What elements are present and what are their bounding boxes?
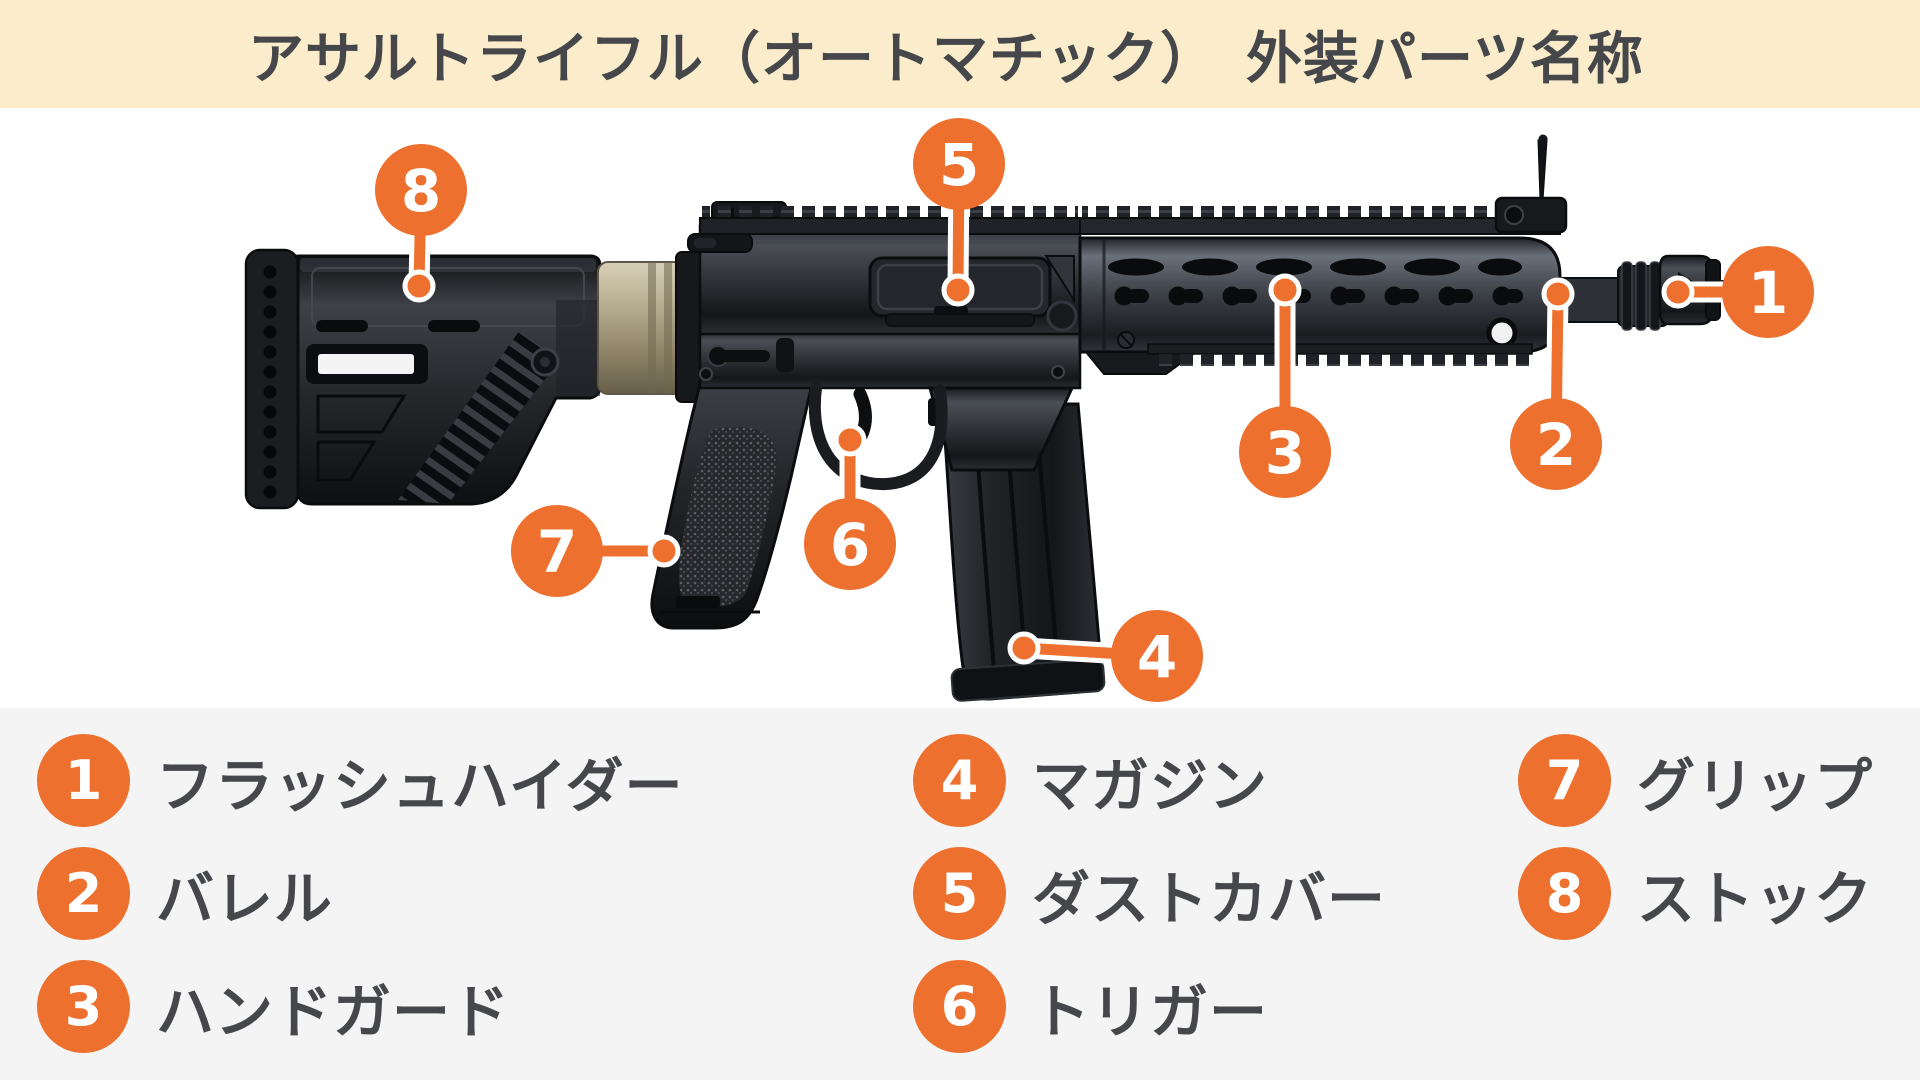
- callout-bubble: [1111, 610, 1203, 702]
- callout-6: 6: [804, 423, 896, 590]
- legend-item-5: 5 ダストカバー: [913, 847, 1386, 940]
- legend-label: ハンドガード: [156, 977, 511, 1046]
- callout-anchor-dot: [833, 423, 867, 457]
- title-bar: アサルトライフル（オートマチック） 外装パーツ名称: [0, 0, 1920, 108]
- callout-7: 7: [511, 505, 681, 597]
- legend-item-3: 3 ハンドガード: [37, 960, 684, 1053]
- legend-column-3: 7 グリップ 8 ストック: [1518, 708, 1873, 940]
- legend-item-6: 6 トリガー: [913, 960, 1386, 1053]
- legend-label: トリガー: [1032, 977, 1269, 1046]
- callout-2: 2: [1510, 277, 1602, 490]
- top-rail: [699, 206, 1561, 235]
- front-sight: [1494, 134, 1568, 234]
- qd-sling-socket: [1486, 317, 1518, 349]
- legend-badge: 4: [913, 734, 1006, 827]
- bottom-rail: [1147, 343, 1533, 355]
- callout-bubble: [511, 505, 603, 597]
- brass-deflector: [1044, 255, 1075, 304]
- callout-5: 5: [913, 118, 1005, 307]
- callout-anchor-dot: [1541, 277, 1575, 311]
- rifle-illustration: [244, 134, 1726, 702]
- legend-badge: 5: [913, 847, 1006, 940]
- callout-bubble: [1510, 398, 1602, 490]
- lower-receiver: [698, 328, 1082, 491]
- legend-badge: 7: [1518, 734, 1611, 827]
- pistol-grip: [650, 382, 814, 630]
- callout-number: 7: [537, 518, 577, 586]
- callout-number: 3: [1265, 419, 1305, 487]
- callout-1: 1: [1661, 246, 1814, 338]
- legend-label: フラッシュハイダー: [156, 751, 684, 820]
- callout-anchor-dot: [941, 273, 975, 307]
- legend-column-2: 4 マガジン 5 ダストカバー 6 トリガー: [913, 708, 1386, 1053]
- callout-number: 8: [401, 157, 441, 225]
- forward-assist: [1046, 300, 1078, 332]
- legend-column-1: 1 フラッシュハイダー 2 バレル 3 ハンドガード: [37, 708, 684, 1053]
- callout-number: 5: [939, 131, 979, 199]
- handguard: [1078, 236, 1562, 375]
- callout-8: 8: [375, 144, 467, 303]
- callout-bubble: [913, 118, 1005, 210]
- callout-anchor-dot: [1661, 275, 1695, 309]
- callout-layer: 1 2 3 4 5 6 7 8: [375, 118, 1814, 702]
- legend-item-4: 4 マガジン: [913, 734, 1386, 827]
- callout-number: 2: [1536, 411, 1576, 479]
- handguard-slots: [1108, 258, 1522, 276]
- legend-label: マガジン: [1032, 751, 1269, 820]
- stock: [244, 248, 602, 510]
- legend-badge: 2: [37, 847, 130, 940]
- legend-label: ストック: [1637, 864, 1874, 933]
- callout-number: 4: [1137, 623, 1177, 691]
- trigger-guard: [808, 382, 948, 491]
- legend-label: バレル: [156, 864, 334, 933]
- legend-badge: 8: [1518, 847, 1611, 940]
- callout-3: 3: [1239, 273, 1331, 498]
- legend-badge: 6: [913, 960, 1006, 1053]
- callout-bubble: [375, 144, 467, 236]
- buffer-tube: [597, 251, 705, 403]
- callout-4: 4: [1007, 610, 1203, 702]
- callout-anchor-dot: [1007, 631, 1041, 665]
- callout-anchor-dot: [402, 269, 436, 303]
- magazine: [942, 402, 1106, 702]
- callout-anchor-dot: [647, 534, 681, 568]
- legend-item-1: 1 フラッシュハイダー: [37, 734, 684, 827]
- legend-item-8: 8 ストック: [1518, 847, 1873, 940]
- callout-bubble: [1722, 246, 1814, 338]
- legend-label: ダストカバー: [1032, 864, 1387, 933]
- callout-bubble: [804, 498, 896, 590]
- callout-number: 1: [1748, 259, 1788, 327]
- legend-item-2: 2 バレル: [37, 847, 684, 940]
- legend-badge: 1: [37, 734, 130, 827]
- legend-label: グリップ: [1637, 751, 1874, 820]
- callout-anchor-dot: [1268, 273, 1302, 307]
- barrel: [1557, 261, 1669, 331]
- callout-bubble: [1239, 406, 1331, 498]
- legend-badge: 3: [37, 960, 130, 1053]
- legend-item-7: 7 グリップ: [1518, 734, 1873, 827]
- callout-number: 6: [830, 511, 870, 579]
- page-title: アサルトライフル（オートマチック） 外装パーツ名称: [248, 26, 1644, 92]
